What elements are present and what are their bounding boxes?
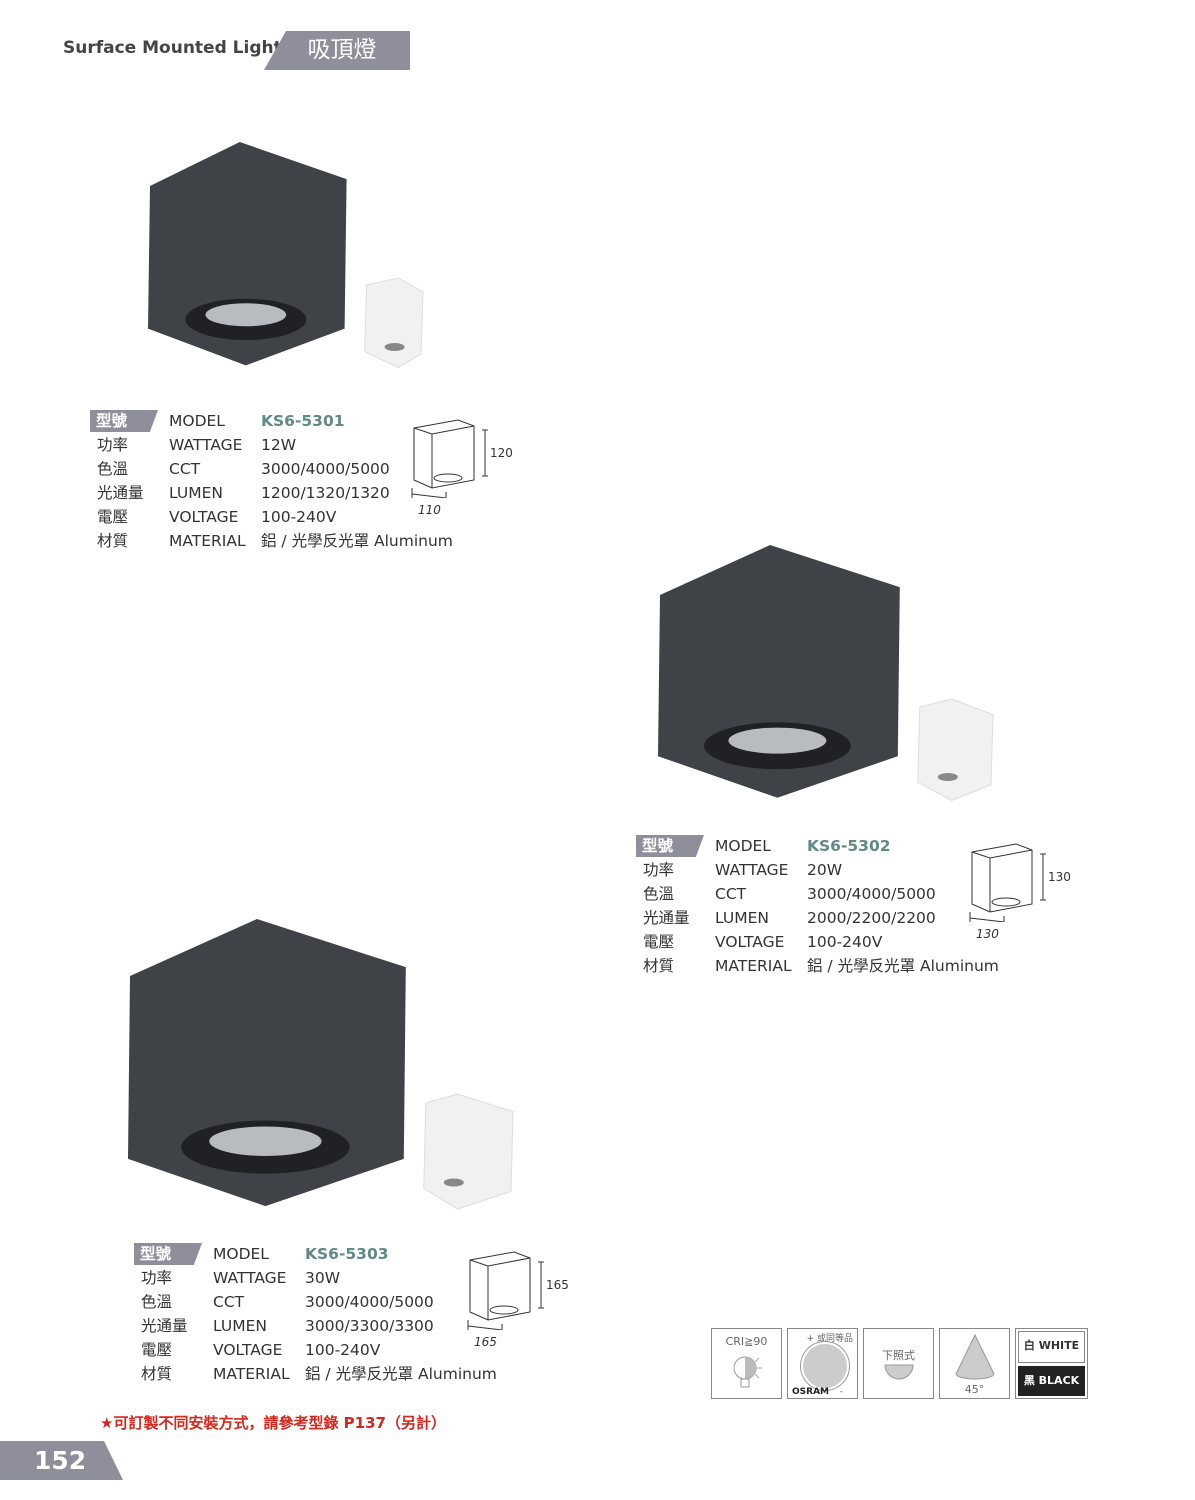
dimension-diagram [969,843,1046,922]
spec-label-en: MATERIAL [213,1365,290,1383]
dimension-diagram [411,419,488,498]
feature-icons: CRI≧90 + 或同等品 OSRAM - 下照式 45° 白 WHITE 黑 … [711,1328,1088,1399]
spec-label-zh: 材質 [643,957,675,975]
color-options: 白 WHITE 黑 BLACK [1015,1328,1088,1399]
width-dimension: 130 [976,927,999,941]
width-dimension: 110 [418,503,441,517]
category-title-zh: 吸頂燈 [264,31,410,70]
spec-label-en: CCT [169,460,201,478]
led-chip-icon: + 或同等品 OSRAM - [787,1328,858,1399]
height-dimension: 165 [546,1278,569,1292]
height-dimension: 120 [490,446,513,460]
spec-label-zh: 電壓 [643,933,675,951]
model-badge: 型號 [90,410,158,432]
spec-label-zh: 光通量 [643,909,690,927]
product-photo [128,919,514,1210]
spec-label-en: MODEL [715,837,771,855]
product-photo [658,545,994,801]
spec-label-en: MATERIAL [715,957,792,975]
color-white: 白 WHITE [1018,1331,1085,1363]
spec-label-en: MODEL [213,1245,269,1263]
mount-label: 下照式 [882,1349,915,1362]
spec-value: 100-240V [261,508,337,526]
spec-label-zh: 功率 [643,861,675,879]
height-dimension: 130 [1048,870,1071,884]
led-brand-label: OSRAM [792,1387,829,1397]
spec-label-en: LUMEN [213,1317,267,1335]
page-number: 152 [0,1441,123,1480]
spec-label-en: VOLTAGE [715,933,785,951]
color-black: 黑 BLACK [1018,1366,1085,1396]
product-photo [148,142,424,369]
spec-label-en: WATTAGE [213,1269,287,1287]
model-number: KS6-5303 [305,1245,389,1263]
cri-icon: CRI≧90 [711,1328,782,1399]
category-title-en: Surface Mounted Light [63,38,282,58]
spec-label-zh: 光通量 [141,1317,188,1335]
spec-label-en: VOLTAGE [169,508,239,526]
spec-value: 鋁 / 光學反光罩 Aluminum [261,532,453,550]
spec-value: 100-240V [305,1341,381,1359]
model-number: KS6-5302 [807,837,891,855]
model-number: KS6-5301 [261,412,345,430]
cri-label: CRI≧90 [725,1335,768,1348]
spec-label-zh: 色溫 [141,1293,173,1311]
model-badge: 型號 [134,1243,202,1265]
beam-label: 45° [964,1383,985,1396]
spec-label-zh: 電壓 [141,1341,173,1359]
spec-value: 鋁 / 光學反光罩 Aluminum [305,1365,497,1383]
spec-value: 12W [261,436,297,454]
spec-label-zh: 材質 [141,1365,173,1383]
spec-label-zh: 色溫 [643,885,675,903]
spec-label-en: LUMEN [715,909,769,927]
spec-label-zh: 色溫 [97,460,129,478]
spec-label-zh: 電壓 [97,508,129,526]
beam-angle-icon: 45° [939,1328,1010,1399]
spec-label-en: MATERIAL [169,532,246,550]
spec-value: 2000/2200/2200 [807,909,936,927]
spec-label-en: CCT [715,885,747,903]
spec-value: 3000/3300/3300 [305,1317,434,1335]
spec-value: 20W [807,861,843,879]
spec-label-zh: 功率 [97,436,129,454]
spec-label-zh: 光通量 [97,484,144,502]
led-minus-label: - [839,1387,843,1397]
width-dimension: 165 [474,1335,497,1349]
dimension-diagram [467,1251,544,1330]
spec-value: 3000/4000/5000 [305,1293,434,1311]
spec-value: 30W [305,1269,341,1287]
custom-install-note: ★可訂製不同安裝方式，請參考型錄 P137（另計） [100,1414,446,1432]
spec-value: 3000/4000/5000 [261,460,390,478]
spec-value: 100-240V [807,933,883,951]
spec-label-en: MODEL [169,412,225,430]
spec-value: 鋁 / 光學反光罩 Aluminum [807,957,999,975]
downlight-icon: 下照式 [863,1328,934,1399]
spec-label-zh: 功率 [141,1269,173,1287]
spec-value: 3000/4000/5000 [807,885,936,903]
led-equiv-label: + 或同等品 [806,1334,853,1344]
spec-value: 1200/1320/1320 [261,484,390,502]
spec-label-en: WATTAGE [169,436,243,454]
model-badge: 型號 [636,835,704,857]
spec-label-en: VOLTAGE [213,1341,283,1359]
spec-label-en: LUMEN [169,484,223,502]
spec-label-en: CCT [213,1293,245,1311]
spec-label-zh: 材質 [97,532,129,550]
spec-label-en: WATTAGE [715,861,789,879]
